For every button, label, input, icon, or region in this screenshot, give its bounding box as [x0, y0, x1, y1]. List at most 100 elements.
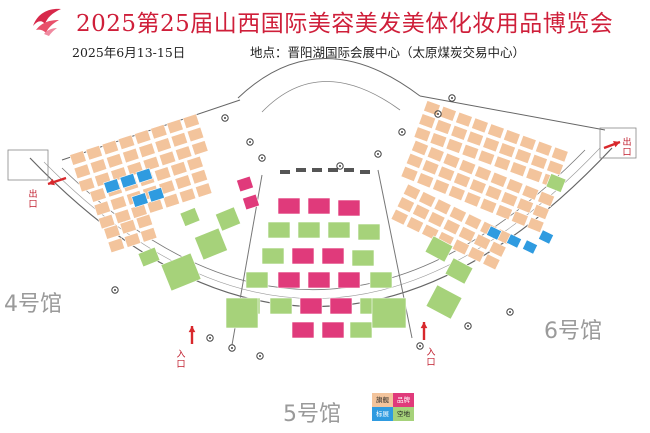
booth — [267, 221, 291, 239]
booth — [486, 225, 502, 241]
booth — [103, 224, 121, 240]
booth — [482, 136, 500, 153]
legend-space: 空地 — [393, 407, 414, 421]
booth — [506, 233, 522, 249]
booth — [433, 198, 452, 216]
booth — [119, 218, 137, 235]
column-ring-icon — [464, 322, 472, 330]
booth — [277, 271, 301, 289]
booth — [89, 187, 107, 203]
booth — [488, 240, 507, 258]
booth — [135, 213, 154, 230]
entry-right-label: 入口 — [426, 348, 436, 368]
booth — [530, 153, 548, 170]
column-ring-icon — [416, 342, 424, 350]
booth — [503, 129, 521, 146]
phoenix-logo-icon — [33, 8, 61, 36]
booth — [425, 284, 463, 320]
booth — [105, 153, 124, 169]
column-center-dot — [419, 345, 421, 347]
booth — [245, 271, 269, 289]
column-ring-icon — [374, 150, 382, 158]
booth — [369, 271, 393, 289]
booth — [473, 233, 492, 251]
booth — [482, 253, 501, 271]
booth — [137, 246, 161, 268]
booth — [405, 216, 425, 234]
booth — [421, 223, 440, 241]
booth — [178, 187, 197, 204]
atrium-column — [296, 168, 306, 172]
booth — [214, 206, 242, 232]
booth — [498, 142, 516, 159]
booth — [442, 152, 461, 169]
atrium-column — [280, 170, 290, 174]
header: 2025第25届山西国际美容美发美体化妆用品博览会 2025年6月13-15日 … — [0, 0, 650, 62]
booth — [455, 111, 473, 128]
booth — [291, 321, 315, 339]
booth — [69, 150, 87, 166]
booth — [471, 117, 489, 134]
column-ring-icon — [111, 286, 119, 294]
booth — [73, 163, 92, 180]
booth — [444, 257, 474, 285]
column-ring-icon — [256, 352, 264, 360]
booth — [349, 321, 373, 339]
column-ring-icon — [448, 94, 456, 102]
column-ring-icon — [206, 334, 214, 342]
booth — [467, 246, 486, 263]
booth — [153, 166, 172, 182]
column-center-dot — [224, 117, 226, 119]
booth — [418, 113, 437, 130]
booth — [466, 130, 484, 147]
page-title: 2025第25届山西国际美容美发美体化妆用品博览会 — [76, 11, 614, 37]
booth — [93, 200, 112, 217]
column-ring-icon — [506, 308, 514, 316]
booth — [142, 155, 161, 172]
booth — [448, 205, 467, 223]
event-venue: 地点：晋阳湖国际会展中心（太原煤炭交易中心） — [250, 45, 526, 60]
booth — [450, 124, 469, 141]
booth — [538, 229, 554, 245]
booth — [531, 203, 550, 221]
booth — [103, 178, 121, 194]
booth — [299, 297, 323, 315]
booth — [429, 132, 448, 149]
column-ring-icon — [221, 114, 229, 122]
booth — [545, 173, 567, 193]
booth — [150, 123, 168, 140]
booth — [390, 208, 409, 226]
booth — [413, 126, 432, 143]
booth — [327, 221, 351, 239]
booth — [416, 172, 435, 189]
booth — [516, 197, 535, 214]
booth — [321, 247, 345, 265]
booth — [468, 178, 487, 195]
booth — [526, 216, 545, 234]
booth — [114, 208, 132, 225]
booth — [186, 155, 204, 172]
hall-5-label: 5号馆 — [283, 402, 341, 427]
booth — [123, 232, 142, 248]
column-ring-icon — [228, 344, 236, 352]
column-center-dot — [249, 141, 251, 143]
booth — [461, 143, 480, 160]
booth — [297, 221, 321, 239]
column-center-dot — [114, 289, 116, 291]
booth — [291, 247, 315, 265]
booth — [495, 204, 514, 221]
booth — [170, 160, 188, 177]
column-center-dot — [467, 325, 469, 327]
booth — [505, 178, 524, 195]
booth — [437, 165, 456, 182]
booth — [186, 126, 205, 143]
column-center-dot — [509, 311, 511, 313]
exit-right-label: 出口 — [622, 138, 632, 158]
booth — [550, 146, 569, 163]
booth — [97, 213, 116, 230]
booth — [337, 199, 361, 217]
legend-standard: 标展 — [372, 407, 393, 421]
booth — [107, 237, 126, 254]
atrium-column — [344, 168, 354, 172]
atrium-arc-inner — [261, 81, 401, 113]
